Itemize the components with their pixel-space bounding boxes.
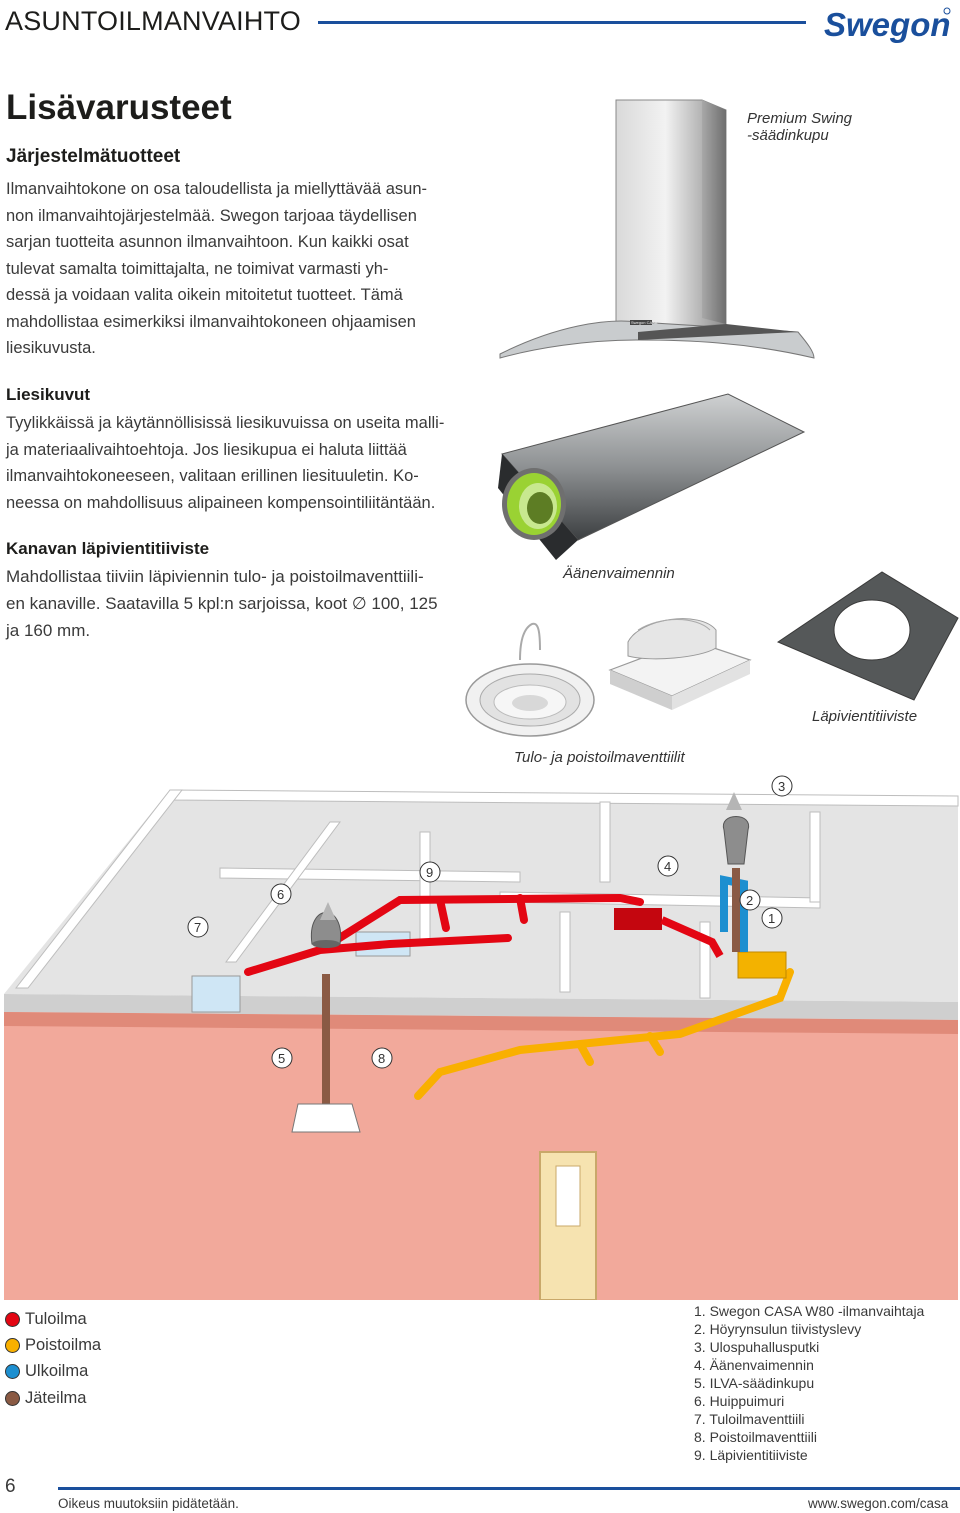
legend-item-outdoor-air: Ulkoilma	[5, 1359, 101, 1385]
callout-2: 2	[746, 893, 753, 908]
ventilation-unit	[737, 951, 787, 979]
section-body-system-products: Ilmanvaihtokone on osa taloudellista ja …	[6, 176, 461, 362]
legend-swatch	[5, 1311, 20, 1327]
legend-label: Poistoilma	[25, 1335, 102, 1354]
section-heading-cooker-hoods: Liesikuvut	[6, 385, 91, 404]
parts-list-item: 5. ILVA-säädinkupu	[694, 1375, 815, 1391]
callout-7: 7	[194, 920, 201, 935]
caption-silencer: Äänenvaimennin	[563, 565, 675, 582]
footer-url-link[interactable]: www.swegon.com/casa	[808, 1496, 949, 1511]
callout-5: 5	[278, 1051, 285, 1066]
parts-list-item: 6. Huippuimuri	[694, 1393, 785, 1409]
air-valves-image	[465, 618, 752, 737]
roof-outlet	[722, 816, 750, 865]
caption-line: Premium Swing	[747, 110, 853, 127]
parts-list-item: 8. Poistoilmaventtiili	[694, 1429, 817, 1445]
legend-label: Jäteilma	[25, 1388, 87, 1407]
document-header-title: ASUNTOILMANVAIHTO	[5, 6, 301, 36]
parts-list-item: 1. Swegon CASA W80 -ilmanvaihtaja	[694, 1303, 925, 1319]
silencer-image	[498, 393, 806, 560]
body-line: Tyylikkäissä ja käytännöllisissä liesiku…	[6, 414, 445, 432]
body-line: Ilmanvaihtokone on osa taloudellista ja …	[6, 180, 427, 198]
page-title: Lisävarusteet	[6, 88, 232, 127]
legend-item-extract-air: Poistoilma	[5, 1332, 101, 1358]
airflow-legend: Tuloilma Poistoilma Ulkoilma Jäteilma	[5, 1306, 101, 1411]
cooker-hood-image: Swegon CASA	[499, 99, 815, 359]
cooker-hood-in-house	[291, 1103, 361, 1133]
extract-air-duct	[414, 968, 794, 1100]
body-line: ja 160 mm.	[6, 621, 91, 640]
footer-disclaimer: Oikeus muutoksiin pidätetään.	[58, 1496, 239, 1511]
callout-8: 8	[378, 1051, 385, 1066]
legend-label: Tuloilma	[25, 1309, 87, 1328]
section-heading-duct-gasket: Kanavan läpivientitiiviste	[6, 539, 210, 558]
footer-rule	[58, 1487, 960, 1490]
hood-badge-plate	[630, 320, 652, 325]
caption-cooker-hood: Premium Swing -säädinkupu	[747, 110, 852, 144]
callout-9: 9	[426, 865, 433, 880]
callout-3: 3	[778, 779, 785, 794]
legend-label: Ulkoilma	[25, 1362, 89, 1381]
supply-air-duct	[244, 893, 644, 976]
legend-swatch	[5, 1337, 20, 1353]
parts-list-item: 7. Tuloilmaventtiili	[694, 1411, 805, 1427]
callout-1: 1	[768, 911, 775, 926]
parts-list: 1. Swegon CASA W80 -ilmanvaihtaja 2. Höy…	[694, 1302, 924, 1464]
body-line: non ilmanvaihtojärjestelmää. Swegon tarj…	[6, 206, 417, 225]
body-line: liesikuvusta.	[6, 339, 96, 357]
callout-6: 6	[277, 887, 284, 902]
caption-line: -säädinkupu	[747, 127, 829, 144]
duct-gasket-image	[776, 571, 959, 701]
body-line: sarjan tuotteita asunnon ilmanvaihtoon. …	[6, 233, 409, 251]
house-ventilation-diagram: 1 2 3 4 5 6 7 8 9	[4, 775, 959, 1300]
legend-swatch	[5, 1390, 20, 1406]
section-body-cooker-hoods: Tyylikkäissä ja käytännöllisissä liesiku…	[6, 410, 466, 516]
body-line: ja materiaalivaihtoehtoja. Jos liesikupu…	[6, 440, 407, 459]
logo-text: Swegon	[824, 6, 951, 43]
body-line: neessa on mahdollisuus alipaineen kompen…	[6, 493, 436, 512]
caption-duct-gasket: Läpivientitiiviste	[812, 708, 918, 725]
body-line: Mahdollistaa tiiviin läpiviennin tulo- j…	[6, 567, 424, 586]
parts-list-item: 4. Äänenvaimennin	[694, 1357, 814, 1373]
body-line: mahdollistaa esimerkiksi ilmanvaihtokone…	[6, 312, 416, 331]
legend-swatch	[5, 1364, 20, 1380]
legend-item-supply-air: Tuloilma	[5, 1306, 101, 1332]
body-line: en kanaville. Saatavilla 5 kpl:n sarjois…	[6, 594, 438, 613]
silencer-box	[614, 908, 662, 930]
swegon-logo: Swegon	[824, 6, 951, 43]
body-line: dessä ja voidaan valita oikein mitoitetu…	[6, 286, 403, 304]
legend-item-exhaust-air: Jäteilma	[5, 1385, 101, 1411]
callout-markers: 1 2 3 4 5 6 7 8 9	[187, 775, 793, 1069]
section-body-duct-gasket: Mahdollistaa tiiviin läpiviennin tulo- j…	[6, 563, 466, 644]
header-rule	[318, 21, 806, 24]
parts-list-item: 9. Läpivientitiiviste	[694, 1447, 808, 1463]
caption-air-valves: Tulo- ja poistoilmaventtiilit	[514, 749, 685, 766]
page-number: 6	[5, 1476, 16, 1497]
body-line: ilmanvaihtokoneeseen, valitaan erillinen…	[6, 467, 419, 485]
front-wall	[4, 1012, 958, 1300]
parts-list-item: 3. Ulospuhallusputki	[694, 1339, 820, 1355]
section-heading-system-products: Järjestelmätuotteet	[6, 146, 181, 167]
parts-list-item: 2. Höyrynsulun tiivistyslevy	[694, 1321, 862, 1337]
hood-badge-text: Swegon CASA	[631, 320, 658, 325]
callout-4: 4	[664, 859, 671, 874]
body-line: tulevat samalta toimittajalta, ne toimiv…	[6, 259, 389, 278]
